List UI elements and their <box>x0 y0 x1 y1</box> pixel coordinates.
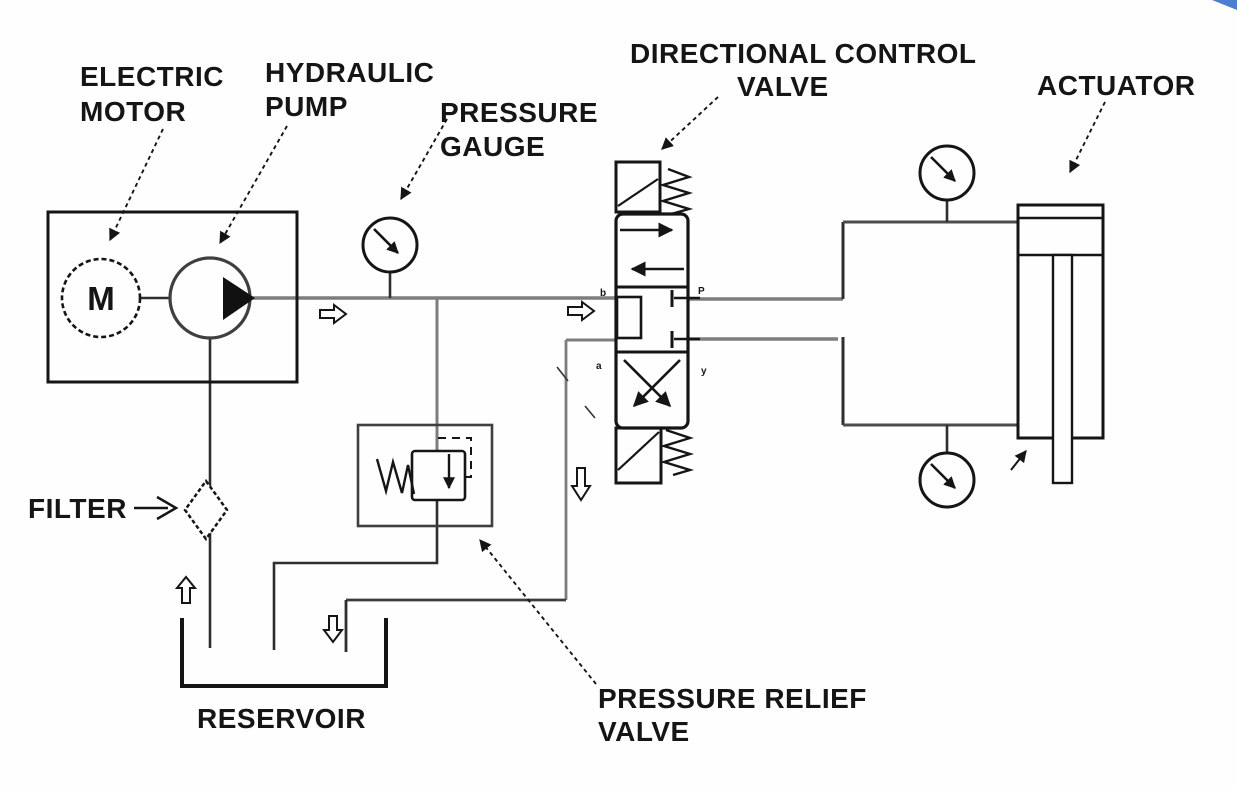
spring-bottom-icon <box>659 428 695 477</box>
label-electric-motor-2: MOTOR <box>80 96 186 127</box>
gauge-needle-icon <box>930 156 956 182</box>
spring-top-icon <box>658 167 694 216</box>
pressure-relief-valve-symbol <box>356 423 494 528</box>
relief-drain-line <box>272 500 439 650</box>
relief-spring-icon <box>375 457 416 496</box>
valve-port-label-bl: a <box>596 361 602 372</box>
valve-cross-arrow-2-icon <box>632 359 681 408</box>
corner-blue-artifact <box>1212 0 1237 10</box>
solenoid-top <box>614 160 662 214</box>
valve-cross-arrow-1-icon <box>623 359 672 408</box>
leader-hydraulic-pump <box>219 125 288 245</box>
valve-port-label-tr: P <box>698 286 705 297</box>
leader-dcv <box>661 96 719 150</box>
label-reservoir: RESERVOIR <box>197 703 366 734</box>
label-pressure-gauge-1: PRESSURE <box>440 97 598 128</box>
leader-lines <box>109 96 1106 685</box>
label-electric-motor-1: ELECTRIC <box>80 61 224 92</box>
power-unit-box <box>46 210 299 384</box>
filter-symbol <box>183 478 229 542</box>
leader-pressure-gauge <box>400 118 448 201</box>
filter-pointer <box>134 495 179 521</box>
valve-port-label-tl: b <box>600 288 606 299</box>
label-dcv-2: VALVE <box>737 71 829 102</box>
relief-pilot-line <box>438 437 472 478</box>
reservoir-symbol <box>180 618 388 688</box>
valve-center-block <box>615 295 643 340</box>
hydraulic-lines <box>140 200 1019 652</box>
pressure-gauge-1 <box>361 216 419 274</box>
flow-arrow-right-pump-icon <box>319 303 348 325</box>
label-pressure-gauge-2: GAUGE <box>440 131 545 162</box>
flow-arrow-up-suction-icon <box>174 575 198 604</box>
label-actuator: ACTUATOR <box>1037 70 1196 101</box>
flow-arrow-right-valve-icon <box>567 300 596 322</box>
electric-motor-symbol <box>60 257 142 339</box>
gauge-needle-icon <box>373 228 399 254</box>
label-hydraulic-pump-1: HYDRAULIC <box>265 57 434 88</box>
directional-control-valve-symbol <box>614 160 700 485</box>
stray-dashes <box>556 366 596 419</box>
pump-flow-triangle-icon <box>223 277 255 320</box>
pressure-gauge-3 <box>918 451 976 509</box>
piston-rod <box>1051 253 1074 485</box>
motor-letter: M <box>87 280 115 317</box>
filter-arrow-head-icon <box>156 495 179 521</box>
valve-body <box>614 212 690 430</box>
flow-arrow-down-return-icon <box>570 467 592 502</box>
solenoid-bottom-diagonal <box>617 431 660 471</box>
leader-electric-motor <box>109 128 164 242</box>
solenoid-top-diagonal <box>617 178 659 207</box>
pressure-gauge-2 <box>918 144 976 202</box>
rod-pointer-arrow-icon <box>1010 450 1027 471</box>
relief-valve-body <box>410 449 467 502</box>
label-filter: FILTER <box>28 493 127 524</box>
leader-relief-valve <box>479 539 597 685</box>
label-dcv-1: DIRECTIONAL CONTROL <box>630 38 977 69</box>
gauge-needle-icon <box>930 463 956 489</box>
label-hydraulic-pump-2: PUMP <box>265 91 348 122</box>
leader-actuator <box>1069 101 1106 174</box>
label-relief-valve-1: PRESSURE RELIEF <box>598 683 867 714</box>
power-unit <box>46 210 299 384</box>
label-relief-valve-2: VALVE <box>598 716 690 747</box>
actuator-symbol <box>1010 203 1105 485</box>
flow-arrow-down-reservoir-icon <box>322 615 344 644</box>
relief-valve-enclosure <box>356 423 494 528</box>
valve-port-label-br: y <box>701 366 707 377</box>
flow-arrows <box>174 300 596 644</box>
